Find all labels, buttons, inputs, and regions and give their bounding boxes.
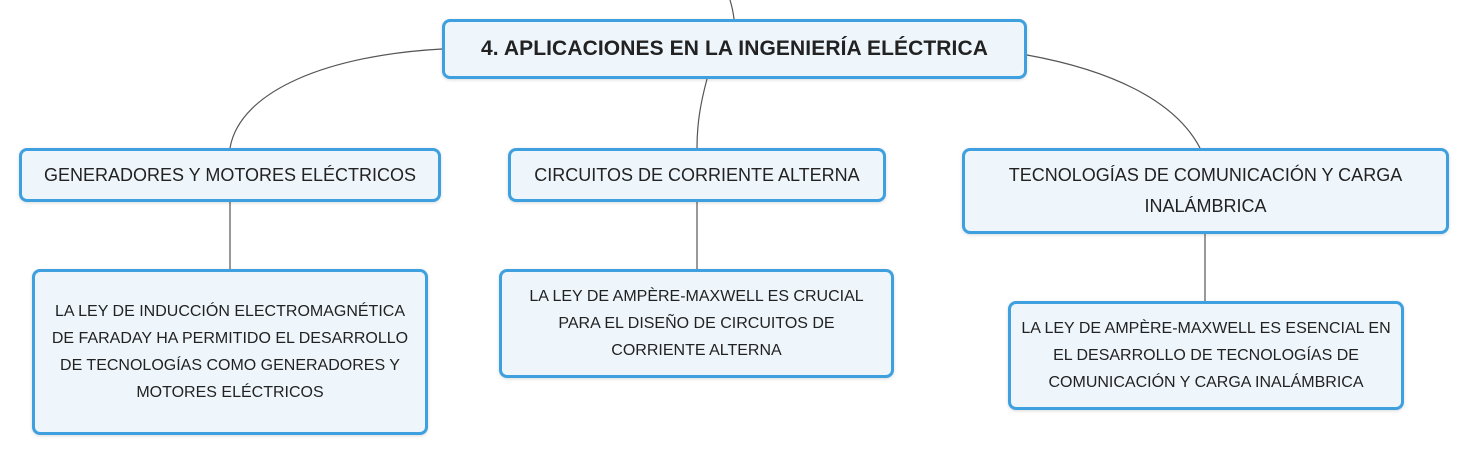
detail-node-generadores[interactable]: LA LEY DE INDUCCIÓN ELECTROMAGNÉTICA DE … <box>32 269 428 435</box>
branch-node-label: TECNOLOGÍAS DE COMUNICACIÓN Y CARGA INAL… <box>1008 165 1403 216</box>
detail-node-text: LA LEY DE INDUCCIÓN ELECTROMAGNÉTICA DE … <box>51 303 409 401</box>
branch-node-circuitos[interactable]: CIRCUITOS DE CORRIENTE ALTERNA <box>508 148 886 202</box>
detail-node-circuitos[interactable]: LA LEY DE AMPÈRE-MAXWELL ES CRUCIAL PARA… <box>499 269 894 378</box>
connector-root-to-tecnologias <box>1026 54 1201 149</box>
branch-node-tecnologias[interactable]: TECNOLOGÍAS DE COMUNICACIÓN Y CARGA INAL… <box>962 148 1449 234</box>
branch-node-label: GENERADORES Y MOTORES ELÉCTRICOS <box>43 164 417 185</box>
detail-node-text: LA LEY DE AMPÈRE-MAXWELL ES ESENCIAL EN … <box>1021 320 1391 391</box>
branch-node-label: CIRCUITOS DE CORRIENTE ALTERNA <box>534 164 860 185</box>
branch-node-generadores[interactable]: GENERADORES Y MOTORES ELÉCTRICOS <box>19 148 441 202</box>
detail-node-tecnologias[interactable]: LA LEY DE AMPÈRE-MAXWELL ES ESENCIAL EN … <box>1008 301 1404 410</box>
root-node-label: 4. APLICACIONES EN LA INGENIERÍA ELÉCTRI… <box>480 37 989 60</box>
detail-node-text: LA LEY DE AMPÈRE-MAXWELL ES CRUCIAL PARA… <box>529 288 864 359</box>
connector-root-to-circuitos <box>696 78 708 149</box>
connector-incoming-root <box>729 0 735 20</box>
root-node[interactable]: 4. APLICACIONES EN LA INGENIERÍA ELÉCTRI… <box>442 19 1027 79</box>
connector-root-to-generadores <box>229 48 443 149</box>
